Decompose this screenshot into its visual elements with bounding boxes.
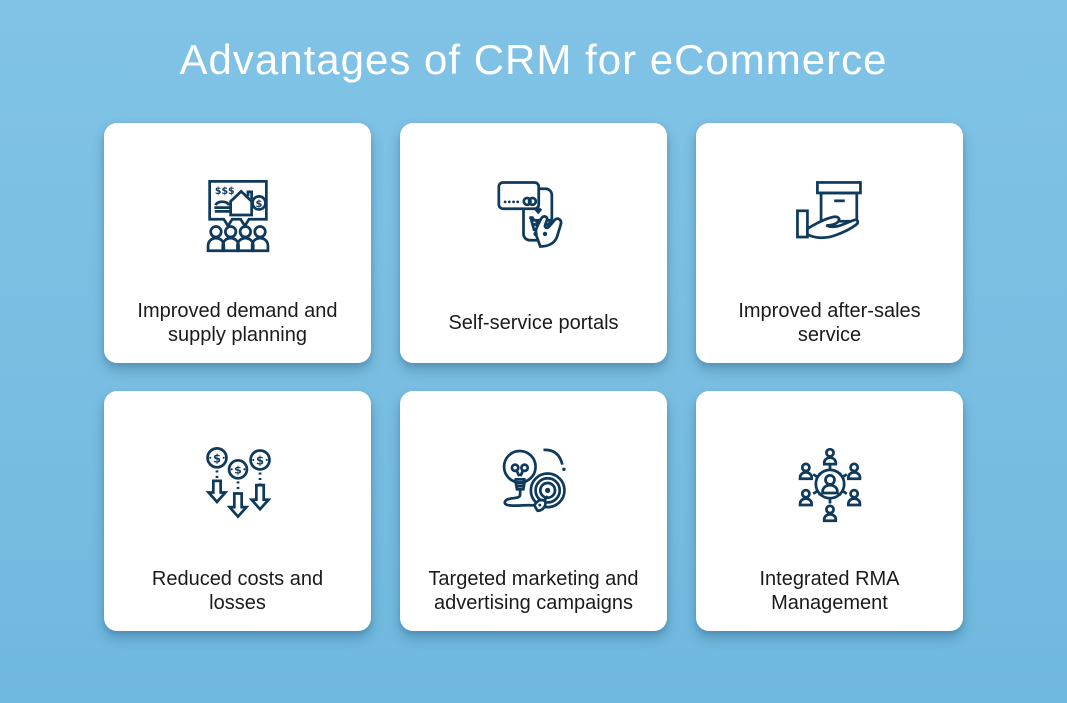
demand-supply-planning-icon: $$$ $ bbox=[194, 171, 282, 259]
card-targeted-marketing-campaigns: Targeted marketing and advertising campa… bbox=[400, 391, 667, 631]
card-label: Integrated RMA Management bbox=[759, 568, 900, 614]
card-improved-demand-supply-planning: $$$ $ Improved demand and supply plannin… bbox=[104, 123, 371, 363]
card-label: Self-service portals bbox=[448, 312, 619, 334]
card-label: Targeted marketing and advertising campa… bbox=[428, 568, 639, 614]
card-self-service-portals: Self-service portals bbox=[400, 123, 667, 363]
svg-text:$$$: $$$ bbox=[214, 186, 234, 197]
svg-text:$: $ bbox=[256, 453, 264, 467]
targeted-marketing-icon bbox=[490, 439, 578, 527]
card-label: Reduced costs and losses bbox=[151, 568, 324, 614]
rma-management-icon bbox=[786, 439, 874, 527]
card-reduced-costs-and-losses: $ $ $ Reduced costs and losses bbox=[104, 391, 371, 631]
card-label: Improved after-sales service bbox=[738, 300, 921, 346]
card-label: Improved demand and supply planning bbox=[137, 300, 338, 346]
card-improved-after-sales-service: Improved after-sales service bbox=[696, 123, 963, 363]
reduced-costs-icon: $ $ $ bbox=[194, 439, 282, 527]
svg-text:$: $ bbox=[212, 451, 220, 465]
card-integrated-rma-management: Integrated RMA Management bbox=[696, 391, 963, 631]
page-title: Advantages of CRM for eCommerce bbox=[179, 36, 888, 83]
self-service-portals-icon bbox=[490, 171, 578, 259]
svg-text:$: $ bbox=[234, 464, 242, 477]
benefits-grid: $$$ $ Improved demand and supply plannin… bbox=[0, 123, 1067, 631]
svg-text:$: $ bbox=[255, 199, 262, 210]
after-sales-service-icon bbox=[786, 171, 874, 259]
